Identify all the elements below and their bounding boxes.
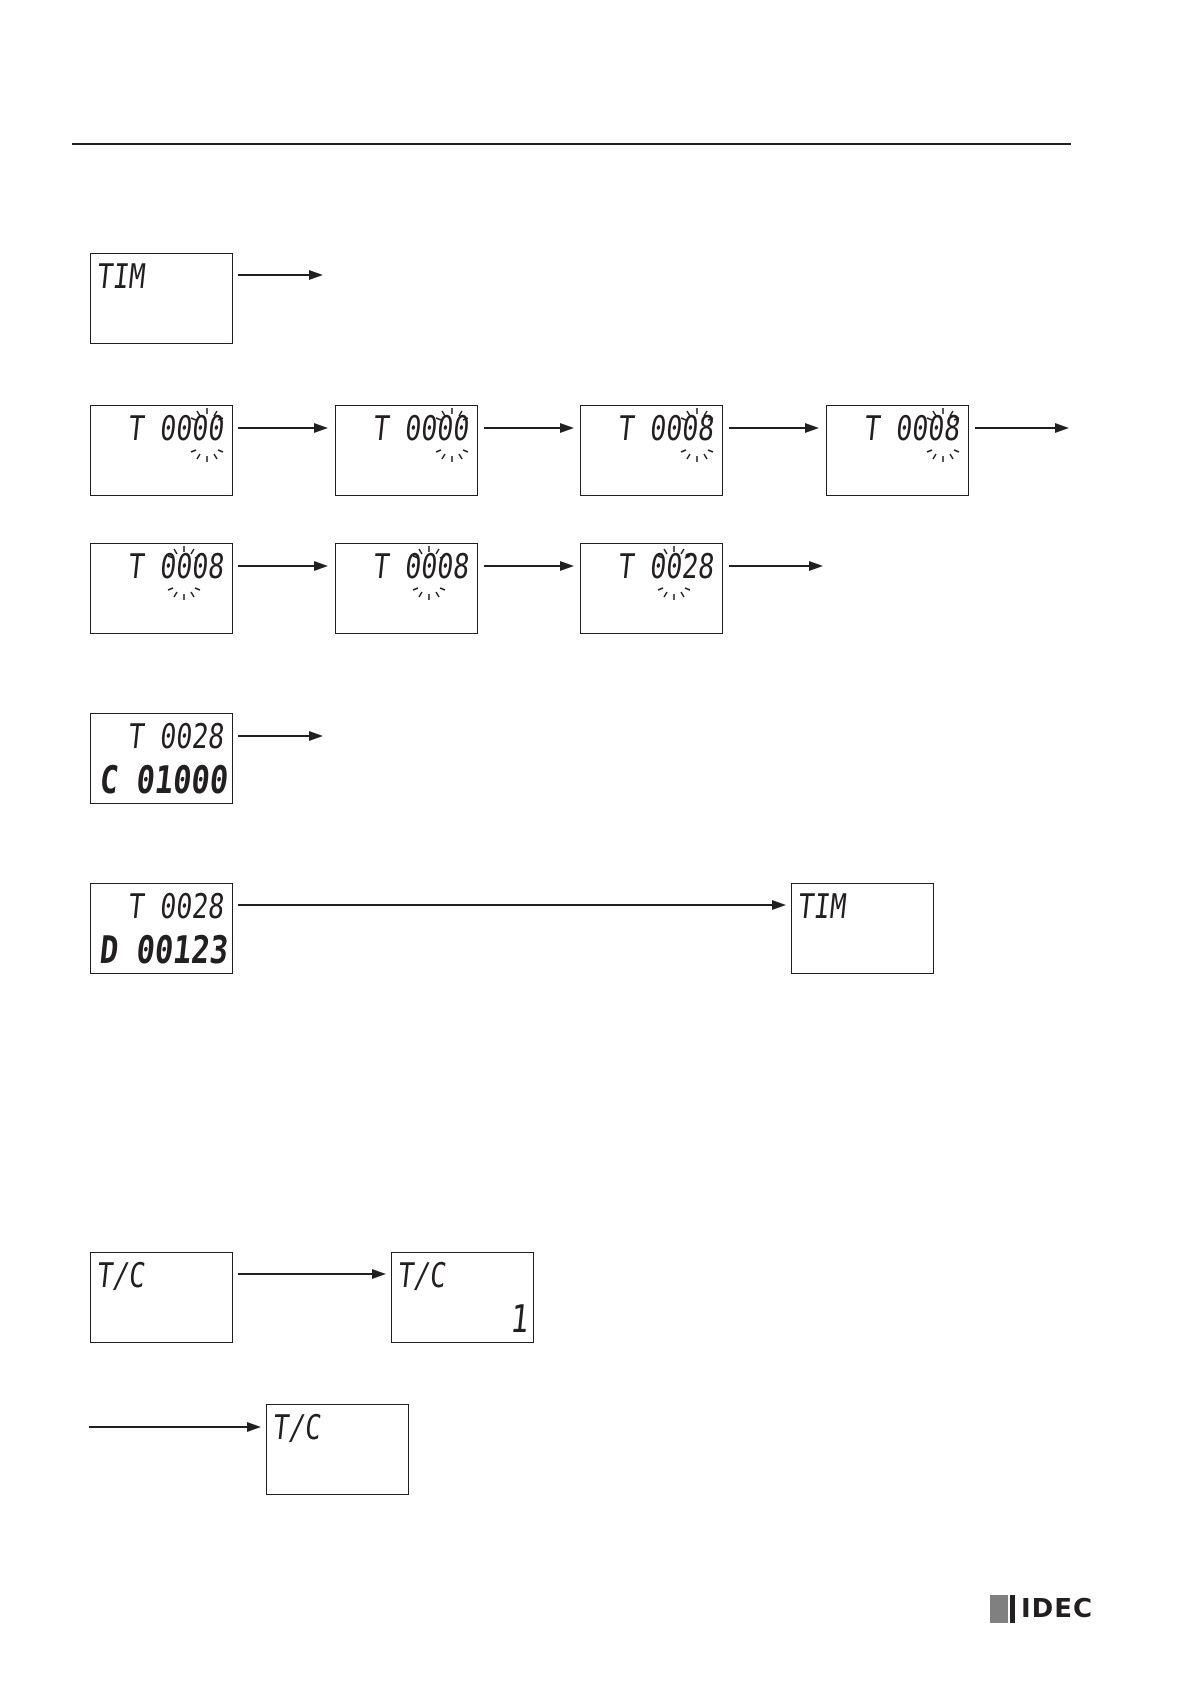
blink-indicator-icon [409,544,449,602]
lcd-display: TIM [791,883,934,974]
lcd-display: TIM [90,253,233,344]
flow-arrow [238,270,323,280]
lcd-line2: C 01000 [98,761,230,799]
lcd-line1: T 0008 [90,550,226,584]
lcd-display: T/C 1 [391,1252,534,1343]
flow-arrow [729,561,823,571]
flow-arrow [484,423,574,433]
blink-indicator-icon [677,406,717,464]
logo-text: IDEC [1021,1594,1093,1624]
blink-indicator-icon [432,406,472,464]
lcd-display: T 0028 C 01000 [90,713,233,804]
lcd-line1: T 0028 [90,720,226,754]
flow-arrow [975,423,1069,433]
flow-arrow [729,423,819,433]
lcd-display: T/C [266,1404,409,1495]
lcd-line1: T 0008 [335,550,471,584]
lcd-line1: T 0028 [90,890,226,924]
lcd-display: T 0008 [335,543,478,634]
flow-arrow [238,1269,386,1279]
blink-indicator-icon [923,406,963,464]
lcd-display: T 0008 [826,405,969,496]
lcd-line2: D 00123 [98,931,230,969]
logo-mark-icon [990,1595,1008,1623]
flow-arrow [238,900,786,910]
flow-arrow [238,561,328,571]
blink-indicator-icon [187,406,227,464]
lcd-line1: TIM [95,260,202,294]
lcd-display: T/C [90,1252,233,1343]
lcd-display: T 0000 [90,405,233,496]
lcd-line1: T/C [95,1259,202,1293]
lcd-display: T 0000 [335,405,478,496]
lcd-line1: TIM [796,890,903,924]
blink-indicator-icon [164,544,204,602]
lcd-display: T 0008 [580,405,723,496]
lcd-display: T 0028 D 00123 [90,883,233,974]
idec-logo: IDEC [990,1595,1093,1623]
blink-indicator-icon [654,544,694,602]
flow-arrow [89,1422,261,1432]
flow-arrow [238,423,328,433]
lcd-line1: T/C [396,1259,503,1293]
lcd-line2: 1 [509,1300,531,1338]
flow-arrow [238,731,323,741]
lcd-line1: T/C [271,1411,378,1445]
lcd-line1: T 0028 [580,550,716,584]
header-rule [72,143,1071,145]
lcd-display: T 0008 [90,543,233,634]
flow-arrow [484,561,574,571]
lcd-display: T 0028 [580,543,723,634]
